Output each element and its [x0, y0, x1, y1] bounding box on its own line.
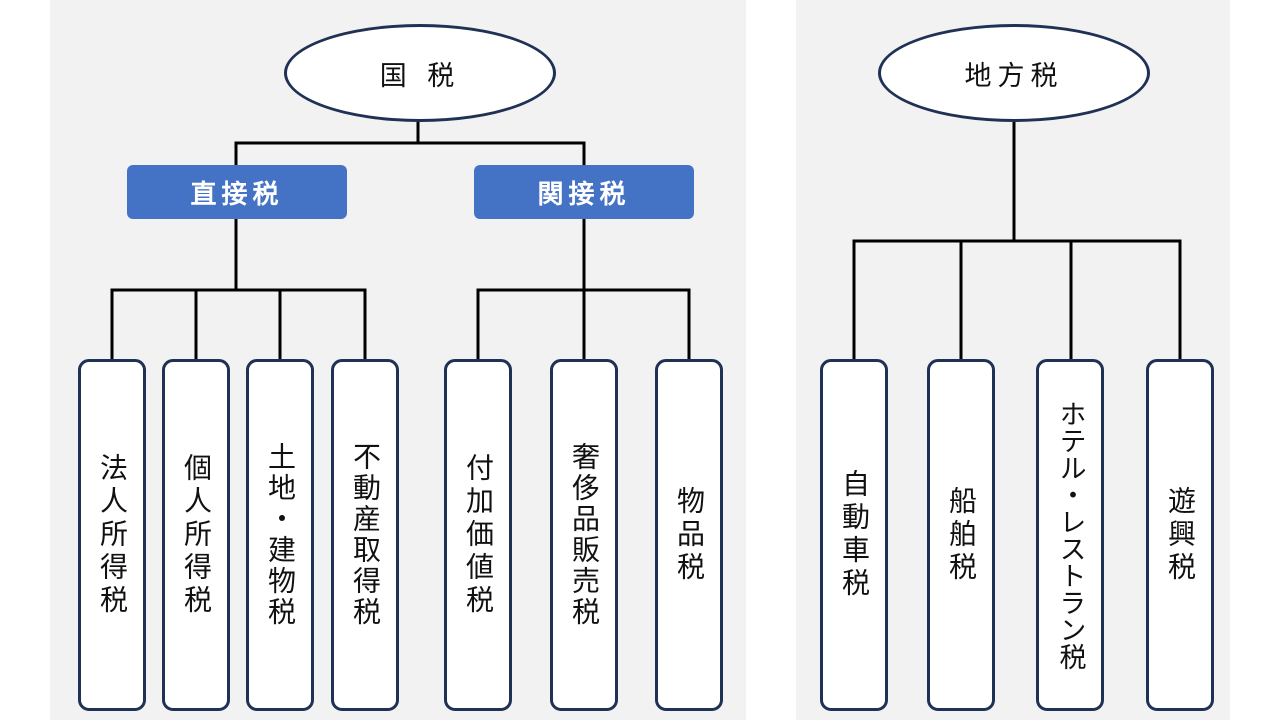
leaf-vessel-tax: 船舶税 — [927, 359, 995, 711]
leaf-luxury-sales-tax: 奢侈品販売税 — [550, 359, 618, 711]
leaf-vehicle-tax: 自動車税 — [820, 359, 888, 711]
indirect-tax-node: 関接税 — [474, 165, 694, 219]
direct-tax-node: 直接税 — [127, 165, 347, 219]
leaf-entertainment-tax: 遊興税 — [1146, 359, 1214, 711]
leaf-value-added-tax: 付加価値税 — [444, 359, 512, 711]
national-tax-node: 国 税 — [284, 24, 556, 122]
leaf-corporate-income-tax: 法人所得税 — [78, 359, 146, 711]
leaf-personal-income-tax: 個人所得税 — [162, 359, 230, 711]
local-tax-node: 地方税 — [878, 24, 1150, 122]
leaf-real-estate-acquisition-tax: 不動産取得税 — [331, 359, 399, 711]
leaf-excise-tax: 物品税 — [655, 359, 723, 711]
leaf-land-building-tax: 土地・建物税 — [246, 359, 314, 711]
leaf-hotel-restaurant-tax: ホテル・レストラン税 — [1036, 359, 1104, 711]
